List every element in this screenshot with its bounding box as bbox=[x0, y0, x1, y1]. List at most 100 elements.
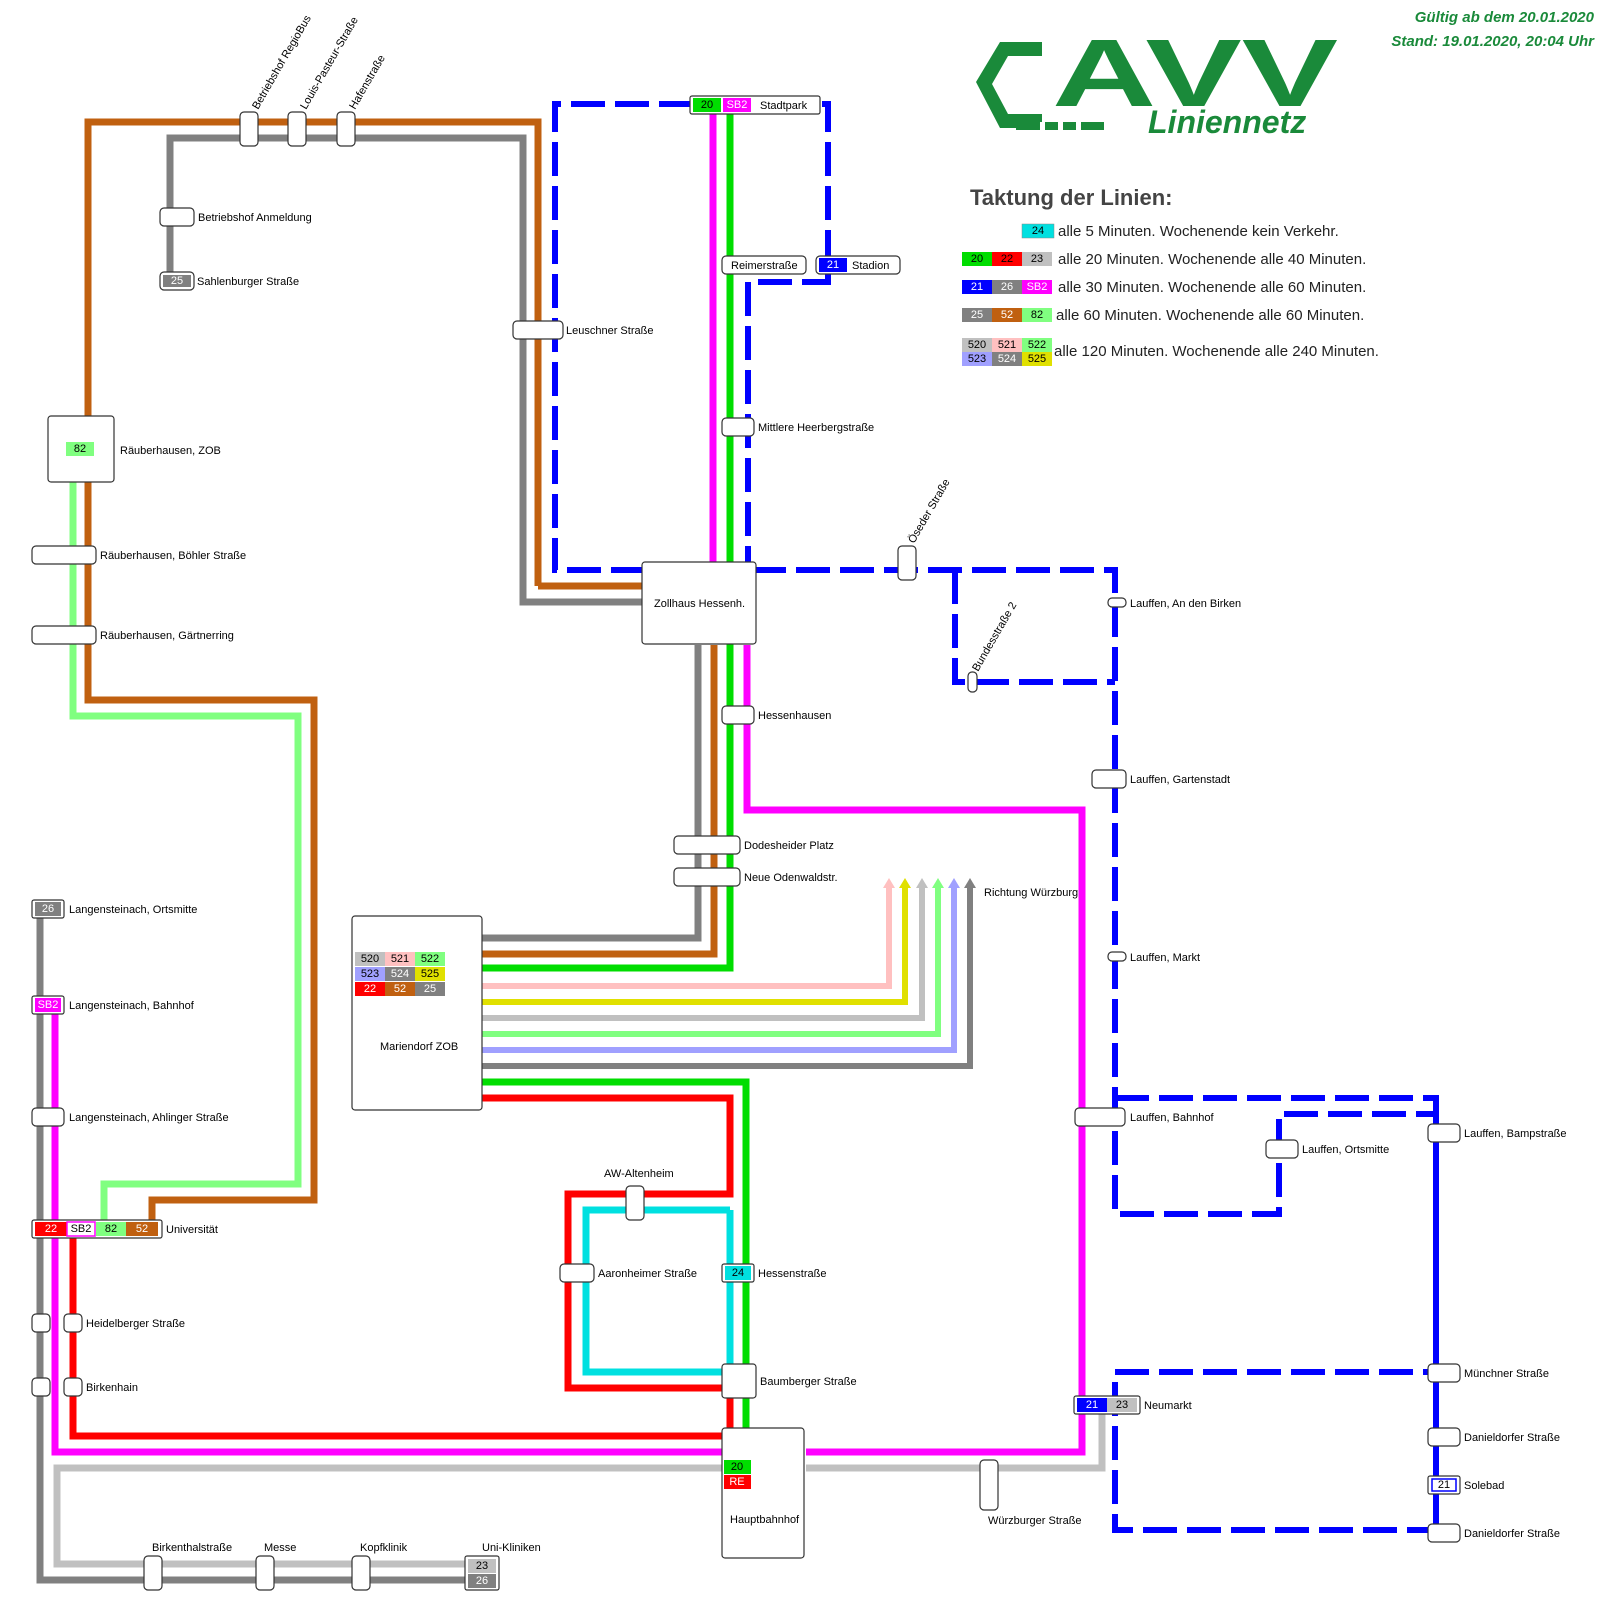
stop-lauffen-birken[interactable] bbox=[1107, 597, 1127, 608]
label-oeseder: Öseder Straße bbox=[906, 477, 952, 545]
label-bundesstrasse2: Bundesstraße 2 bbox=[970, 600, 1019, 673]
stop-messe[interactable] bbox=[255, 1555, 275, 1591]
stop-neue-odenwald[interactable] bbox=[673, 867, 741, 887]
label-lauffen-gartenstadt: Lauffen, Gartenstadt bbox=[1130, 774, 1230, 786]
chip-stadtpark-20: 20 bbox=[701, 99, 713, 111]
chip-hessenstrasse-24: 24 bbox=[732, 1267, 744, 1279]
label-mariendorf-zob: Mariendorf ZOB bbox=[380, 1041, 458, 1053]
label-baumberger: Baumberger Straße bbox=[760, 1376, 857, 1388]
stop-hafenstrasse[interactable] bbox=[336, 111, 356, 147]
label-solebad: Solebad bbox=[1464, 1480, 1504, 1492]
stop-danieldorfer-1[interactable] bbox=[1427, 1427, 1461, 1447]
line-25-south bbox=[482, 645, 702, 942]
stop-hauptbahnhof[interactable] bbox=[721, 1427, 805, 1559]
stop-lauffen-markt[interactable] bbox=[1107, 951, 1127, 962]
stop-wuerzburger[interactable] bbox=[979, 1459, 999, 1511]
stop-stadtpark[interactable] bbox=[689, 95, 821, 115]
legend-chip-52: 52 bbox=[1001, 309, 1013, 321]
chip-uniklinik-23: 23 bbox=[476, 1560, 488, 1572]
label-lauffen-bahnhof: Lauffen, Bahnhof bbox=[1130, 1112, 1215, 1124]
stop-birkenhain[interactable] bbox=[63, 1377, 83, 1397]
stop-birkenhain-west[interactable] bbox=[31, 1377, 51, 1397]
label-langensteinach-bahnhof: Langensteinach, Bahnhof bbox=[69, 1000, 195, 1012]
line-82 bbox=[69, 480, 302, 1228]
stop-zollhaus[interactable] bbox=[641, 561, 757, 645]
label-neue-odenwald: Neue Odenwaldstr. bbox=[744, 872, 838, 884]
stop-lauffen-gartenstadt[interactable] bbox=[1091, 769, 1127, 789]
label-zollhaus: Zollhaus Hessenh. bbox=[654, 598, 745, 610]
line-525 bbox=[482, 888, 908, 1005]
stop-reimerstrasse[interactable] bbox=[721, 255, 807, 275]
line-520 bbox=[482, 888, 925, 1021]
label-hafenstrasse: Hafenstraße bbox=[347, 53, 388, 111]
chip-hbf-20: 20 bbox=[731, 1461, 743, 1473]
stop-mittlere-heerberg[interactable] bbox=[721, 417, 755, 437]
chip-solebad-21: 21 bbox=[1438, 1479, 1450, 1491]
stop-lauffen-bampstrasse[interactable] bbox=[1427, 1123, 1461, 1143]
label-lauffen-birken: Lauffen, An den Birken bbox=[1130, 598, 1241, 610]
legend: Taktung der Linien: 24 alle 5 Minuten. W… bbox=[962, 185, 1379, 366]
chip-mariendorf-523: 523 bbox=[361, 968, 379, 980]
chip-neumarkt-21: 21 bbox=[1086, 1399, 1098, 1411]
label-aw-altenheim: AW-Altenheim bbox=[604, 1168, 674, 1180]
stop-lauffen-bahnhof[interactable] bbox=[1074, 1107, 1126, 1127]
legend-row-3: alle 30 Minuten. Wochenende alle 60 Minu… bbox=[1058, 279, 1366, 296]
label-lauffen-ortsmitte: Lauffen, Ortsmitte bbox=[1302, 1144, 1389, 1156]
stop-muenchner[interactable] bbox=[1427, 1363, 1461, 1383]
legend-title: Taktung der Linien: bbox=[970, 185, 1172, 210]
label-kopfklinik: Kopfklinik bbox=[360, 1542, 408, 1554]
legend-chip-525: 525 bbox=[1028, 353, 1046, 365]
stop-mariendorf-zob[interactable] bbox=[351, 915, 483, 1111]
stop-langensteinach-ahlinger[interactable] bbox=[31, 1107, 65, 1127]
label-messe: Messe bbox=[264, 1542, 296, 1554]
chip-mariendorf-25: 25 bbox=[424, 983, 436, 995]
label-raeuberhausen-zob: Räuberhausen, ZOB bbox=[120, 445, 221, 457]
stop-raeuberhausen-boehler[interactable] bbox=[31, 545, 97, 565]
label-hessenhausen: Hessenhausen bbox=[758, 710, 831, 722]
chip-uniklinik-26: 26 bbox=[476, 1575, 488, 1587]
legend-row-5: alle 120 Minuten. Wochenende alle 240 Mi… bbox=[1054, 343, 1379, 360]
line-sb2-west bbox=[51, 1014, 724, 1456]
legend-row-1: alle 5 Minuten. Wochenende kein Verkehr. bbox=[1058, 223, 1339, 240]
stop-raeuberhausen-gaertnerring[interactable] bbox=[31, 625, 97, 645]
line-sb2-south bbox=[743, 645, 1086, 1456]
stop-louis-pasteur[interactable] bbox=[287, 111, 307, 147]
stop-birkenthalstrasse[interactable] bbox=[143, 1555, 163, 1591]
legend-row-2: alle 20 Minuten. Wochenende alle 40 Minu… bbox=[1058, 251, 1366, 268]
chip-mariendorf-22: 22 bbox=[364, 983, 376, 995]
stop-heidelberger-west[interactable] bbox=[31, 1313, 51, 1333]
label-muenchner: Münchner Straße bbox=[1464, 1368, 1549, 1380]
label-reimerstrasse: Reimerstraße bbox=[731, 260, 798, 272]
label-sahlenburger: Sahlenburger Straße bbox=[197, 276, 299, 288]
stop-oeseder[interactable] bbox=[897, 545, 917, 581]
wuerzburg-arrows bbox=[883, 878, 976, 888]
stop-betriebshof-regiobus[interactable] bbox=[239, 111, 259, 147]
stop-lauffen-ortsmitte[interactable] bbox=[1265, 1139, 1299, 1159]
label-richtung-wuerzburg: Richtung Würzburg bbox=[984, 887, 1078, 899]
chip-mariendorf-522: 522 bbox=[421, 953, 439, 965]
chip-hbf-re: RE bbox=[729, 1476, 744, 1488]
stop-betriebshof-anmeldung[interactable] bbox=[159, 207, 195, 227]
legend-chip-22: 22 bbox=[1001, 253, 1013, 265]
stop-dodesheider[interactable] bbox=[673, 835, 741, 855]
stop-aaronheimer[interactable] bbox=[559, 1263, 595, 1283]
stop-heidelberger[interactable] bbox=[63, 1313, 83, 1333]
chip-mariendorf-520: 520 bbox=[361, 953, 379, 965]
stop-kopfklinik[interactable] bbox=[351, 1555, 371, 1591]
stop-baumberger[interactable] bbox=[721, 1363, 757, 1399]
legend-chip-524: 524 bbox=[998, 353, 1016, 365]
chip-mariendorf-52: 52 bbox=[394, 983, 406, 995]
line-52-south bbox=[482, 645, 718, 958]
line-523 bbox=[482, 888, 957, 1053]
label-raeuberhausen-boehler: Räuberhausen, Böhler Straße bbox=[100, 550, 246, 562]
chip-uni-sb2: SB2 bbox=[71, 1223, 92, 1235]
stop-bundesstrasse2[interactable] bbox=[967, 671, 978, 693]
stop-danieldorfer-2[interactable] bbox=[1427, 1523, 1461, 1543]
stop-hessenhausen[interactable] bbox=[721, 705, 755, 725]
stop-aw-altenheim[interactable] bbox=[625, 1185, 645, 1221]
valid-from: Gültig ab dem 20.01.2020 bbox=[1415, 9, 1595, 26]
label-hessenstrasse: Hessenstraße bbox=[758, 1268, 826, 1280]
stop-leuschner[interactable] bbox=[512, 320, 564, 340]
chip-mariendorf-524: 524 bbox=[391, 968, 409, 980]
